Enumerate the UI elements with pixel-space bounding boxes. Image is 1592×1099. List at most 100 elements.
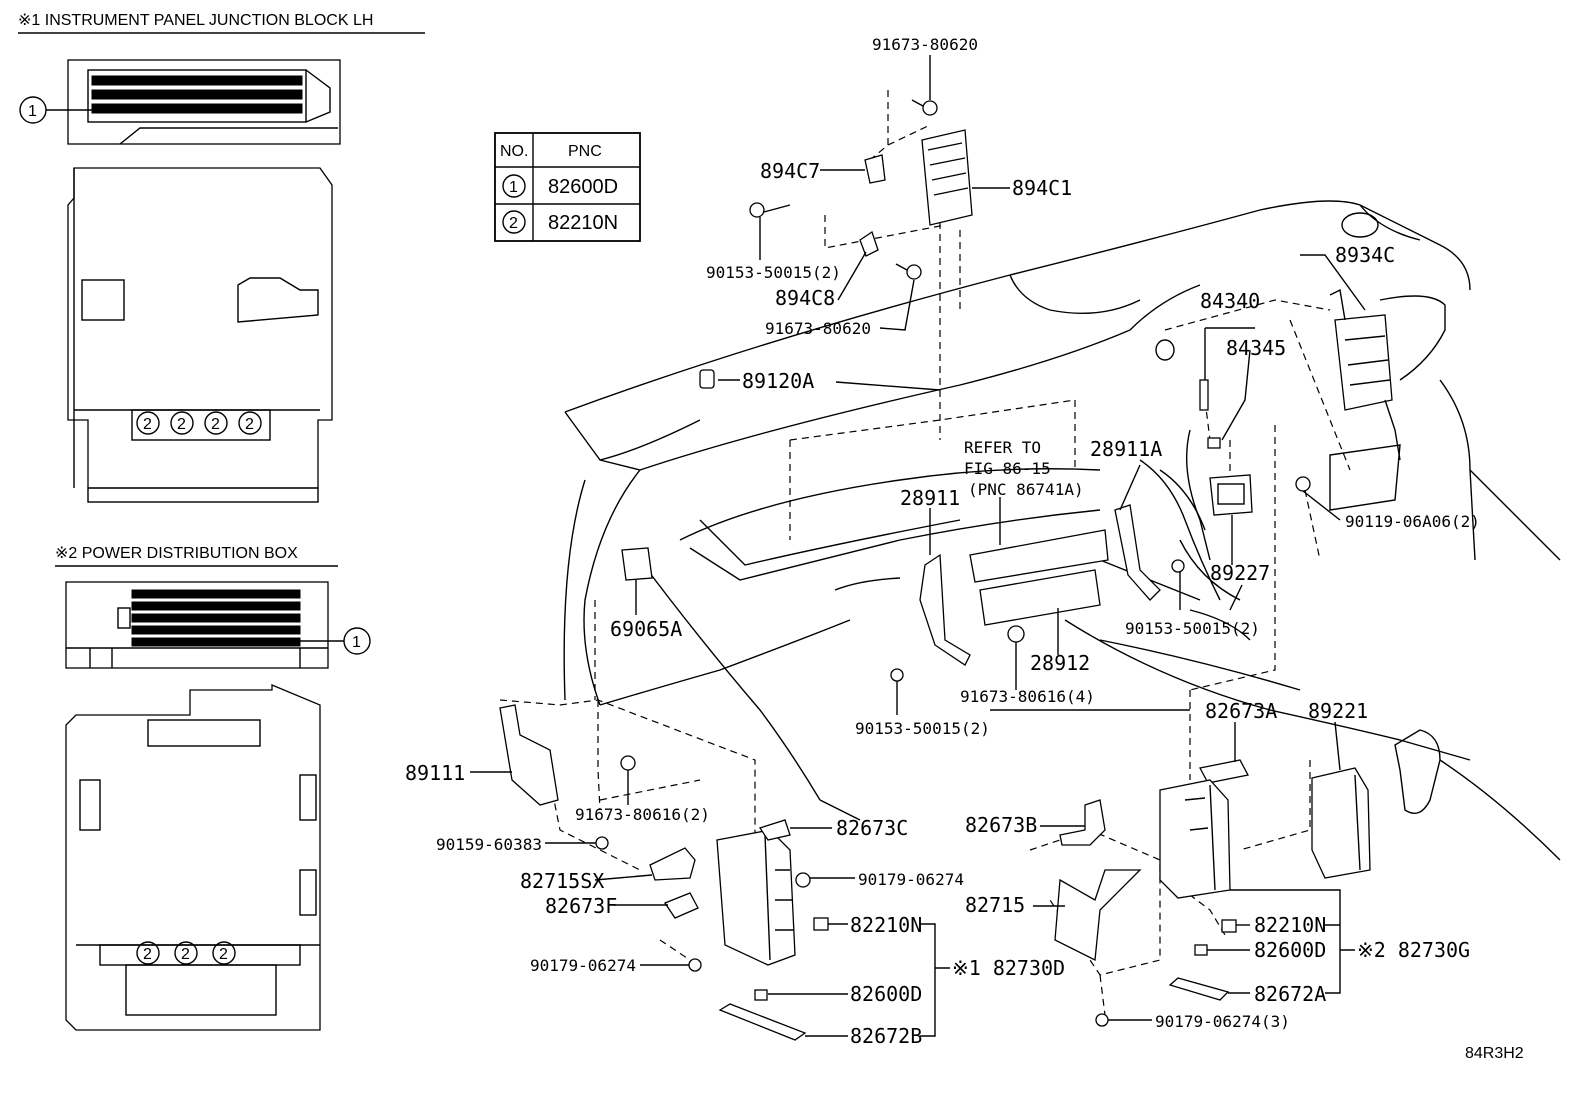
jb-top-view	[67, 59, 341, 145]
label-90159-60383: 90159-60383	[436, 835, 542, 854]
legend-header-pnc: PNC	[568, 143, 602, 160]
bolt-91673-80616-2	[620, 755, 636, 771]
jb-relay-bay	[131, 409, 271, 441]
part-82210N-a	[813, 917, 829, 931]
pdb-side-slot-left	[79, 779, 101, 831]
part-82210N-b	[1221, 919, 1237, 933]
part-84340	[1199, 379, 1209, 411]
label-82672A: 82672A	[1254, 982, 1326, 1006]
label-894C7: 894C7	[760, 159, 820, 183]
label-89120A: 89120A	[742, 369, 814, 393]
label-82672B: 82672B	[850, 1024, 922, 1048]
label-refer-3: (PNC 86741A)	[968, 480, 1084, 499]
label-82730G: ※2 82730G	[1357, 938, 1470, 962]
label-28911: 28911	[900, 486, 960, 510]
label-84340: 84340	[1200, 289, 1260, 313]
svg-text:2: 2	[219, 946, 228, 963]
jb-fuse-area	[87, 69, 307, 123]
bolt-90153-c	[890, 668, 904, 682]
label-89111: 89111	[405, 761, 465, 785]
bolt-90153-a	[749, 202, 765, 218]
bracket-28911	[919, 553, 971, 666]
part-84345	[1207, 437, 1221, 449]
part-89111	[499, 704, 559, 806]
instrument-panel-outline	[563, 200, 1561, 861]
pdb-callout-1: 1	[352, 634, 361, 651]
inset-junction-block-lh: ※1 INSTRUMENT PANEL JUNCTION BLOCK LH 1 …	[18, 12, 425, 503]
label-82715SX: 82715SX	[520, 869, 604, 893]
svg-text:2: 2	[143, 416, 152, 433]
part-82672A	[1168, 977, 1230, 1001]
legend-header-no: NO.	[500, 143, 528, 160]
legend-table: NO. PNC 1 82600D 2 82210N	[494, 132, 641, 242]
label-82715: 82715	[965, 893, 1025, 917]
label-82673A: 82673A	[1205, 699, 1277, 723]
legend-row1-no: 1	[509, 179, 518, 196]
part-82730D	[716, 829, 796, 966]
label-90153-50015-c: 90153-50015(2)	[855, 719, 990, 738]
svg-text:2: 2	[143, 946, 152, 963]
part-89221	[1311, 767, 1371, 879]
pdb-lower-block	[125, 964, 277, 1016]
part-labels: 91673-80620 894C7 894C1 90153-50015(2) 8…	[405, 35, 1524, 1062]
label-refer-2: FIG 86-15	[964, 459, 1051, 478]
pdb-top-details	[66, 647, 328, 668]
jb-base	[87, 487, 319, 503]
svg-text:2: 2	[177, 416, 186, 433]
svg-text:2: 2	[211, 416, 220, 433]
bolt-91673-b	[906, 264, 922, 280]
label-90119-06A06: 90119-06A06(2)	[1345, 512, 1480, 531]
label-69065A: 69065A	[610, 617, 682, 641]
part-82600D-b	[1194, 944, 1208, 956]
label-84345: 84345	[1226, 336, 1286, 360]
svg-text:2: 2	[181, 946, 190, 963]
inset-power-distribution-box: ※2 POWER DISTRIBUTION BOX 1 2 2 2	[55, 545, 371, 1031]
label-91673-80616-4: 91673-80616(4)	[960, 687, 1095, 706]
svg-text:2: 2	[245, 416, 254, 433]
bracket-894C7	[864, 154, 886, 184]
pdb-side-slot-r2	[299, 869, 317, 916]
label-82730D: ※1 82730D	[952, 956, 1065, 980]
nut-90179-a	[688, 958, 702, 972]
nut-90179-3	[1095, 1013, 1109, 1027]
bolt-91673-top	[922, 100, 938, 116]
label-90179-06274-3: 90179-06274(3)	[1155, 1012, 1290, 1031]
inset-jb-title: ※1 INSTRUMENT PANEL JUNCTION BLOCK LH	[18, 12, 373, 29]
label-82600D-a: 82600D	[850, 982, 922, 1006]
part-28912	[979, 569, 1101, 626]
part-shapes	[499, 99, 1401, 1041]
label-91673-80620-b: 91673-80620	[765, 319, 871, 338]
jb-top-rail	[119, 127, 338, 145]
part-82673C	[758, 819, 791, 841]
pdb-small-conn	[117, 607, 131, 629]
label-894C8: 894C8	[775, 286, 835, 310]
label-91673-80620-top: 91673-80620	[872, 35, 978, 54]
label-82210N-b: 82210N	[1254, 913, 1326, 937]
bolt-90119	[1295, 476, 1311, 492]
pdb-fuse-grid	[131, 589, 301, 647]
bolt-91673-80616-4	[1007, 625, 1025, 643]
jb-connector-right	[237, 277, 319, 323]
part-82715	[1054, 869, 1142, 962]
pdb-side-slot-r1	[299, 774, 317, 821]
part-89227	[1209, 474, 1253, 516]
figure-code: 84R3H2	[1465, 1045, 1524, 1062]
bolt-90153-b	[1171, 559, 1185, 573]
label-28911A: 28911A	[1090, 437, 1162, 461]
part-89120A	[699, 369, 715, 389]
label-90153-50015-b: 90153-50015(2)	[1125, 619, 1260, 638]
label-82673B: 82673B	[965, 813, 1037, 837]
part-82673F	[664, 892, 699, 919]
label-89227: 89227	[1210, 561, 1270, 585]
label-82600D-b: 82600D	[1254, 938, 1326, 962]
inset-pdb-title: ※2 POWER DISTRIBUTION BOX	[55, 545, 298, 562]
label-894C1: 894C1	[1012, 176, 1072, 200]
label-90179-06274-a: 90179-06274	[858, 870, 964, 889]
part-82672B	[718, 1003, 807, 1041]
jb-top-edge	[305, 69, 331, 123]
label-89221: 89221	[1308, 699, 1368, 723]
label-28912: 28912	[1030, 651, 1090, 675]
part-82673A	[1199, 759, 1249, 784]
